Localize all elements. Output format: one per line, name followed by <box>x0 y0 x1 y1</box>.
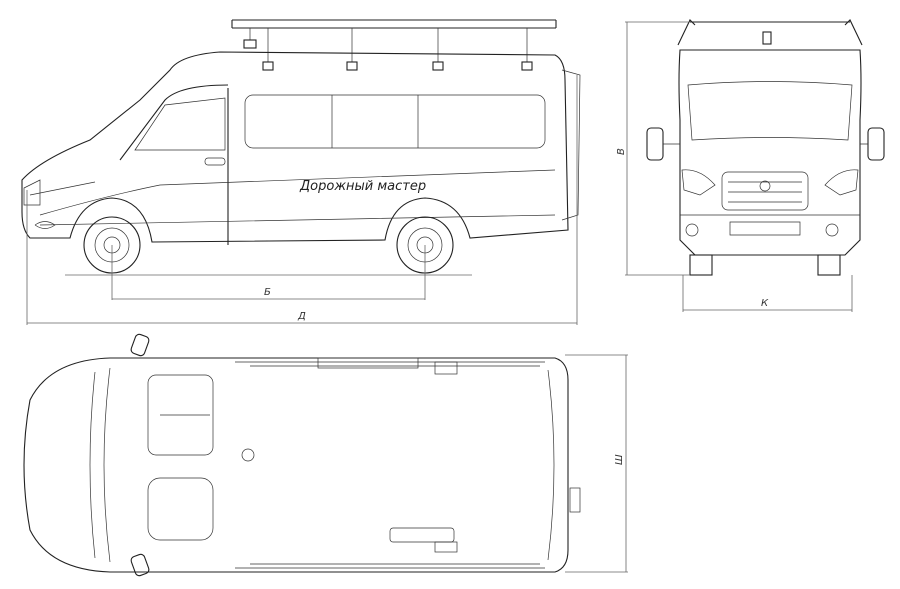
svg-text:К: К <box>761 298 769 309</box>
wheelbase-dimension: Б <box>111 245 426 300</box>
front-door <box>119 84 229 245</box>
front-body-outline <box>678 49 862 256</box>
length-dimension: Д <box>26 75 578 325</box>
vehicle-lettering: Дорожный мастер <box>299 179 426 194</box>
top-body-outline <box>23 357 569 573</box>
svg-text:Б: Б <box>264 287 271 298</box>
van-body-outline <box>21 51 569 243</box>
top-view <box>23 333 581 577</box>
svg-text:В: В <box>616 148 627 155</box>
side-view: Дорожный мастер <box>21 19 581 276</box>
track-dimension: К <box>682 275 853 312</box>
right-mirror <box>867 127 885 161</box>
right-mirror-top <box>130 553 150 577</box>
left-mirror-top <box>130 333 150 357</box>
windshield <box>687 81 853 141</box>
width-dimension: Ш <box>565 354 628 573</box>
grille <box>721 171 809 211</box>
driver-seat <box>147 477 214 541</box>
height-dimension: В <box>616 21 690 276</box>
left-mirror <box>646 127 664 161</box>
passenger-seat <box>147 374 214 456</box>
front-view <box>646 19 885 276</box>
side-windows <box>244 94 546 149</box>
roof-rack <box>231 19 557 71</box>
svg-text:Ш: Ш <box>614 454 625 465</box>
svg-text:Д: Д <box>297 311 306 322</box>
